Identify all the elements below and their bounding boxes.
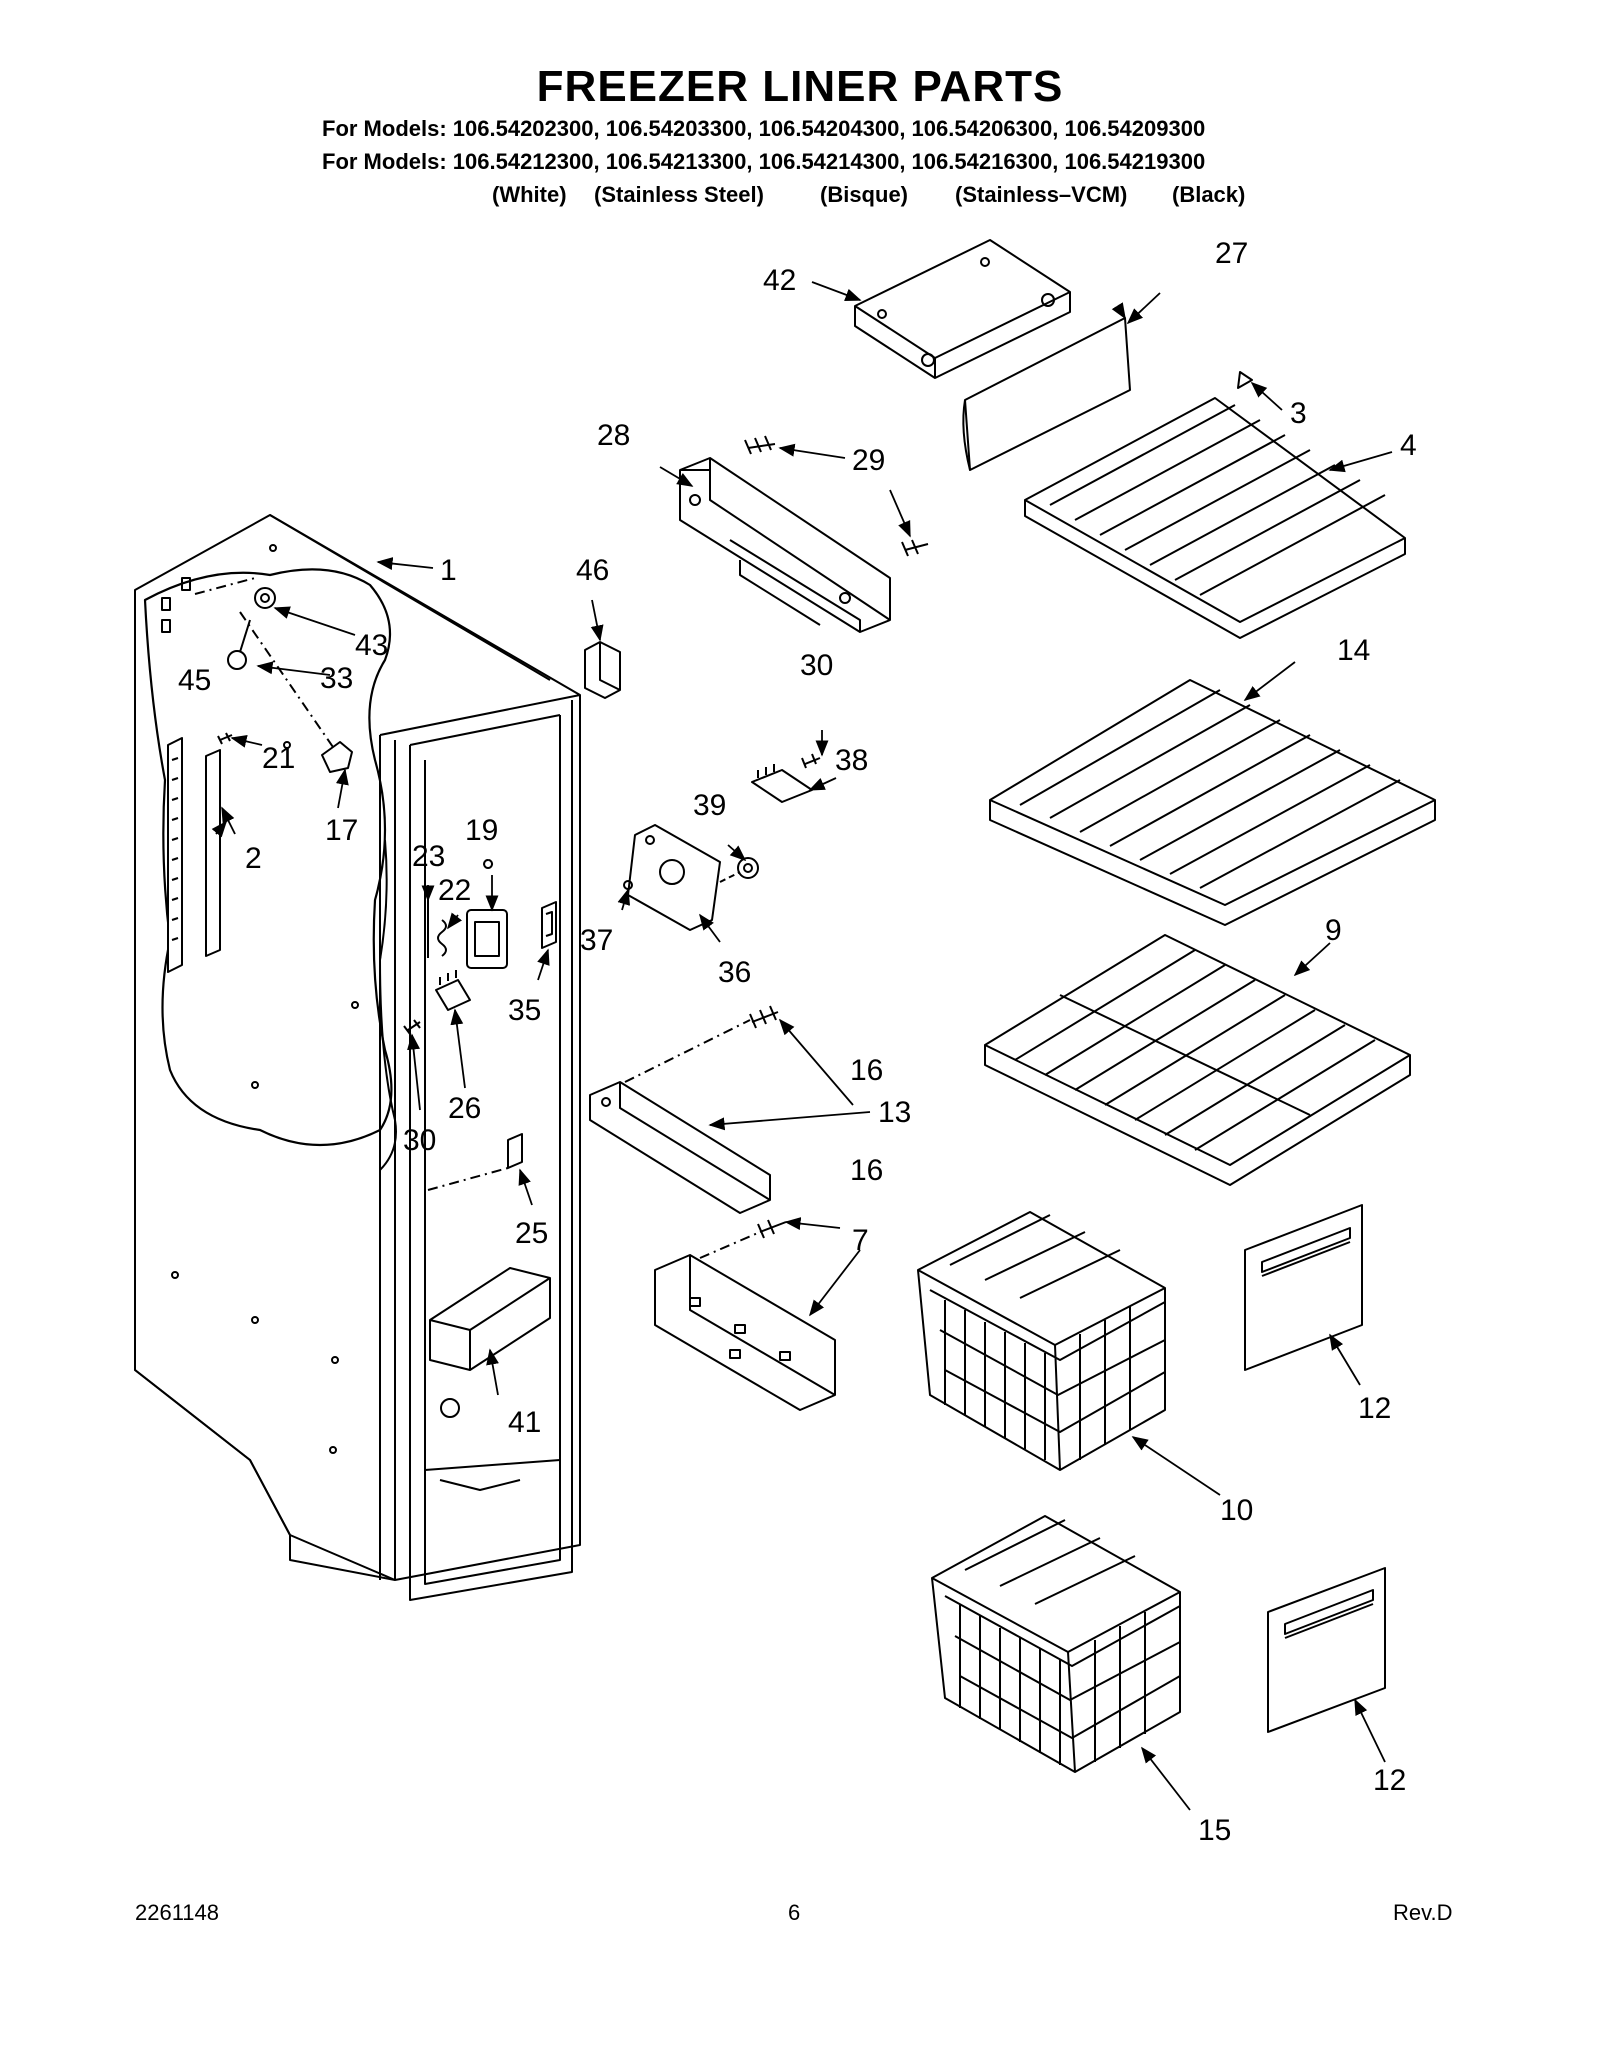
model-list-line-2: For Models: 106.54212300, 106.54213300, … [322, 149, 1206, 174]
spring-part-22 [437, 919, 447, 957]
grommet-part-39 [737, 857, 759, 879]
clip-part-17 [321, 741, 353, 773]
screw-part-3 [1237, 371, 1253, 389]
callout-17: 17 [325, 814, 358, 847]
callout-19: 19 [465, 814, 498, 847]
callout-30-right: 30 [800, 649, 833, 682]
screw-part-30-right [801, 753, 821, 769]
callout-36: 36 [718, 956, 751, 989]
callout-22: 22 [438, 874, 471, 907]
cover-part-41 [429, 1267, 551, 1371]
switch-part-35 [541, 901, 557, 949]
finish-bisque: (Bisque) [820, 182, 908, 207]
leader-arrows [211, 281, 1393, 1811]
callout-37: 37 [580, 924, 613, 957]
hinge-cover-part-42 [854, 239, 1071, 379]
page-title: FREEZER LINER PARTS [536, 62, 1064, 111]
part-19-screw [483, 859, 494, 869]
page-number: 6 [788, 1900, 801, 1925]
tray-part-9 [984, 934, 1411, 1186]
revision-label: Rev.D [1393, 1900, 1453, 1925]
callout-12-upper: 12 [1358, 1392, 1391, 1425]
shelf-part-4 [1024, 397, 1406, 639]
callout-46: 46 [576, 554, 609, 587]
finish-stainless-vcm: (Stainless–VCM) [955, 182, 1128, 207]
callout-27: 27 [1215, 237, 1248, 270]
callout-4: 4 [1400, 429, 1417, 462]
callout-41: 41 [508, 1406, 541, 1439]
callout-35: 35 [508, 994, 541, 1027]
callout-30-left: 30 [403, 1124, 436, 1157]
callout-21: 21 [262, 742, 295, 775]
rail-part-2 [205, 749, 221, 957]
callout-23: 23 [412, 840, 445, 873]
finish-black: (Black) [1172, 182, 1246, 207]
callout-28: 28 [597, 419, 630, 452]
control-housing-part-19 [466, 909, 508, 969]
callout-16-upper: 16 [850, 1054, 883, 1087]
light-socket-part-43 [254, 587, 276, 609]
basket-part-15 [931, 1515, 1181, 1773]
callout-38: 38 [835, 744, 868, 777]
callout-7: 7 [852, 1224, 869, 1257]
callout-15: 15 [1198, 1814, 1231, 1847]
screw-part-21 [217, 732, 233, 745]
callout-25: 25 [515, 1217, 548, 1250]
shelf-part-14 [989, 679, 1436, 926]
callout-43: 43 [355, 629, 388, 662]
bracket-part-7 [654, 1254, 836, 1411]
screw-part-29-side [901, 539, 929, 557]
screw-part-30-left [403, 1019, 421, 1035]
callout-13: 13 [878, 1096, 911, 1129]
screw-part-29-top [744, 435, 776, 455]
model-list-line-1: For Models: 106.54202300, 106.54203300, … [322, 116, 1206, 141]
bracket-part-46 [584, 641, 621, 699]
callout-10: 10 [1220, 1494, 1253, 1527]
screw-part-16-upper [749, 1005, 779, 1029]
callout-9: 9 [1325, 914, 1342, 947]
callout-14: 14 [1337, 634, 1370, 667]
callout-2: 2 [245, 842, 262, 875]
cover-panel-part-27 [962, 317, 1131, 471]
finish-white: (White) [492, 182, 567, 207]
light-bulb-part-33 [227, 619, 251, 670]
callout-16-lower: 16 [850, 1154, 883, 1187]
callout-1: 1 [440, 554, 457, 587]
rail-part-45 [167, 737, 183, 973]
basket-front-part-12-lower [1267, 1567, 1386, 1733]
basket-part-10 [917, 1211, 1166, 1471]
housing-part-28 [679, 457, 891, 633]
callout-12-lower: 12 [1373, 1764, 1406, 1797]
callout-39: 39 [693, 789, 726, 822]
document-number: 2261148 [135, 1900, 220, 1925]
screw-part-16-lower [757, 1219, 787, 1239]
callout-42: 42 [763, 264, 796, 297]
switch-part-25 [507, 1133, 523, 1169]
callout-33: 33 [320, 662, 353, 695]
callout-labels: 1 2 3 4 7 9 10 12 12 13 14 15 16 16 17 1… [178, 237, 1417, 1847]
finish-stainless-steel: (Stainless Steel) [594, 182, 764, 207]
circuit-board-part-26 [435, 970, 471, 1011]
fan-motor-part-36 [627, 824, 721, 931]
callout-3: 3 [1290, 397, 1307, 430]
callout-45: 45 [178, 664, 211, 697]
callout-26: 26 [448, 1092, 481, 1125]
basket-front-part-12-upper [1244, 1204, 1363, 1371]
board-part-38 [751, 764, 813, 803]
callout-29: 29 [852, 444, 885, 477]
rail-part-13 [589, 1081, 771, 1214]
